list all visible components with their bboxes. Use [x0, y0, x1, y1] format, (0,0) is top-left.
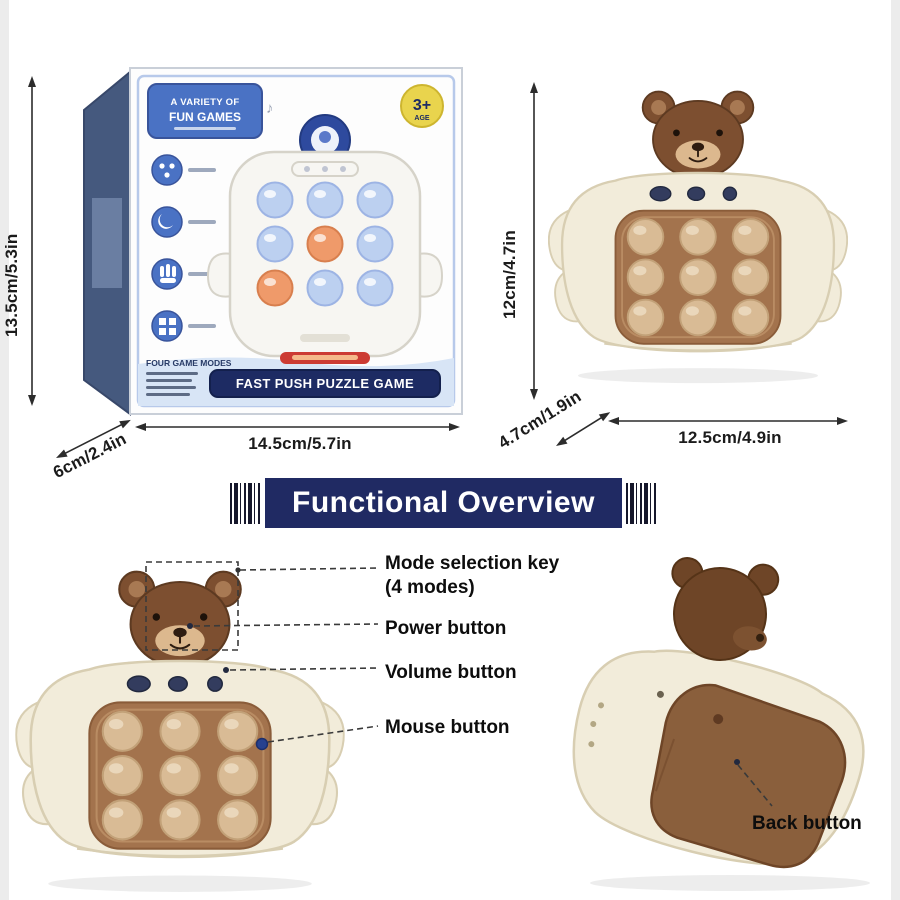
age-badge	[400, 84, 444, 128]
device-left-wing	[206, 252, 233, 298]
box-width-label: 14.5cm/5.7in	[248, 434, 352, 453]
age-label: AGE	[414, 115, 430, 122]
reset-hole	[656, 690, 664, 698]
back-button-label: Back button	[752, 813, 862, 834]
variety-badge-line1: A VARIETY OF	[171, 97, 240, 108]
variety-badge-line2: FUN GAMES	[169, 110, 241, 124]
toy-height-arrow	[528, 82, 540, 400]
music-note-icon: ♪	[266, 100, 274, 117]
toy-back-view	[572, 557, 870, 891]
barcode-right	[626, 483, 656, 524]
mode-selection-label: Mode selection key (4 modes)	[385, 553, 560, 598]
speaker-hole	[598, 702, 605, 709]
product-box: A VARIETY OF FUN GAMES 3+ AGE ♪ ♪	[83, 67, 463, 416]
power-button-label: Power button	[385, 618, 507, 639]
toy-depth-arrow	[553, 407, 614, 451]
mouse-button-label: Mouse button	[385, 717, 510, 738]
panel-screw	[713, 714, 724, 725]
toy-width-arrow	[608, 415, 848, 427]
box-depth-label: 6cm/2.4in	[50, 429, 130, 483]
barcode-left	[230, 483, 260, 524]
memory-icon	[151, 206, 183, 238]
toy-shadow	[590, 875, 870, 891]
panel-seam	[654, 738, 675, 792]
red-label-text-bar	[292, 355, 358, 360]
device-bubbles	[256, 181, 394, 307]
icon-caption-bar	[188, 324, 216, 328]
toy-width-label: 12.5cm/4.9in	[678, 428, 782, 447]
modes-heading: FOUR GAME MODES	[146, 358, 232, 368]
box-side-art	[92, 198, 122, 288]
bear-head-back	[671, 557, 780, 661]
left-edge-strip	[0, 0, 9, 900]
icon-caption-bar	[188, 220, 216, 224]
box-height-arrow	[26, 76, 38, 406]
toy-front-top	[548, 70, 848, 385]
icon-caption-bar	[188, 168, 216, 172]
toy-height-label: 12cm/4.7in	[500, 230, 519, 320]
product-name-banner	[209, 369, 441, 398]
toy-front-bottom	[15, 548, 345, 894]
box-device-art	[206, 114, 444, 358]
badge-caption-bar	[174, 127, 236, 130]
multiplayer-grid-icon	[151, 310, 183, 342]
volume-button-label: Volume button	[385, 662, 517, 683]
device-right-wing	[417, 252, 444, 298]
section-title: Functional Overview	[292, 486, 595, 519]
product-name: FAST PUSH PUZZLE GAME	[236, 376, 414, 391]
box-depth-arrow	[53, 415, 133, 464]
speaker-hole	[588, 741, 595, 748]
variety-badge	[147, 83, 263, 139]
right-edge-strip	[891, 0, 900, 900]
speaker-hole	[590, 721, 597, 728]
box-height-label: 13.5cm/5.3in	[2, 233, 21, 337]
section-banner: Functional Overview	[265, 478, 622, 528]
modes-list-bars	[146, 372, 198, 396]
age-value: 3+	[413, 97, 431, 114]
game-pieces-icon	[151, 154, 183, 186]
box-width-arrow	[135, 421, 460, 433]
